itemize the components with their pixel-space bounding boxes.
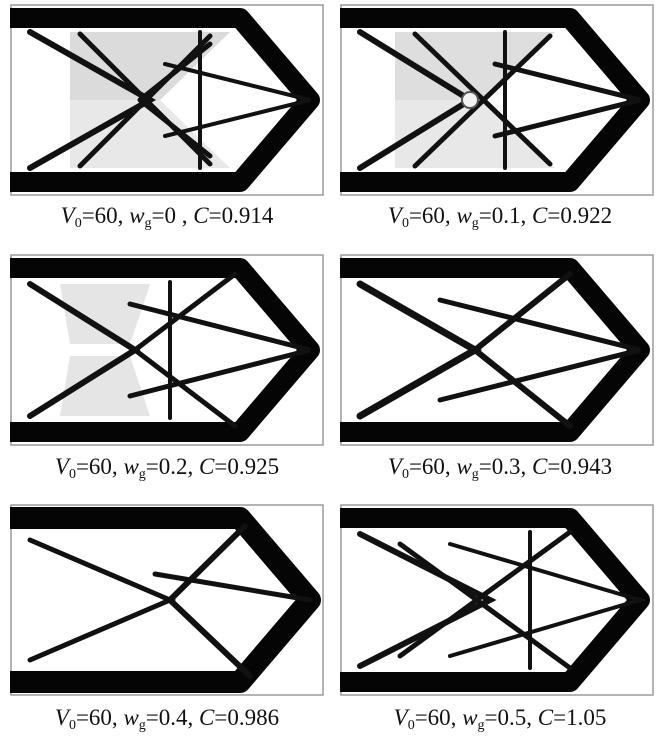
- wg-symbol: w: [123, 454, 139, 479]
- wg-value: =0 ,: [151, 203, 194, 228]
- wg-value: =0.5,: [484, 705, 538, 730]
- c-symbol: C: [193, 203, 209, 228]
- v0-symbol: V: [54, 705, 69, 730]
- topology-panel-6: [340, 504, 654, 696]
- caption-5: V0=60, wg=0.4, C=0.986: [7, 705, 327, 733]
- topology-structure-4: [340, 254, 654, 446]
- c-value: =0.914: [208, 203, 274, 228]
- topology-panel-1: [10, 4, 324, 196]
- topology-panel-3: [10, 254, 324, 446]
- v0-subscript: 0: [407, 718, 415, 733]
- v0-value: =60,: [75, 454, 124, 479]
- wg-symbol: w: [456, 203, 472, 228]
- wg-subscript: g: [471, 467, 479, 482]
- c-symbol: C: [532, 454, 548, 479]
- v0-symbol: V: [60, 203, 75, 228]
- v0-symbol: V: [393, 705, 408, 730]
- v0-symbol: V: [387, 203, 402, 228]
- v0-subscript: 0: [401, 467, 409, 482]
- c-symbol: C: [537, 705, 554, 730]
- caption-2: V0=60, wg=0.1, C=0.922: [340, 203, 660, 231]
- wg-symbol: w: [456, 454, 472, 479]
- v0-subscript: 0: [401, 216, 409, 231]
- wg-value: =0.1,: [478, 203, 533, 228]
- topology-panel-4: [340, 254, 654, 446]
- v0-symbol: V: [54, 454, 69, 479]
- v0-subscript: 0: [74, 216, 82, 231]
- c-value: =0.925: [214, 454, 280, 479]
- v0-value: =60,: [75, 705, 124, 730]
- v0-value: =60,: [408, 454, 457, 479]
- wg-symbol: w: [129, 203, 145, 228]
- wg-symbol: w: [462, 705, 478, 730]
- c-value: =0.922: [547, 203, 613, 228]
- wg-symbol: w: [123, 705, 139, 730]
- v0-value: =60,: [408, 203, 457, 228]
- v0-subscript: 0: [68, 467, 76, 482]
- caption-3: V0=60, wg=0.2, C=0.925: [7, 454, 327, 482]
- c-symbol: C: [199, 454, 215, 479]
- topology-structure-3: [10, 254, 324, 446]
- wg-value: =0.3,: [478, 454, 533, 479]
- c-value: =0.986: [214, 705, 280, 730]
- c-value: =0.943: [547, 454, 613, 479]
- caption-4: V0=60, wg=0.3, C=0.943: [340, 454, 660, 482]
- wg-subscript: g: [477, 718, 485, 733]
- caption-1: V0=60, wg=0 , C=0.914: [7, 203, 327, 231]
- wg-value: =0.4,: [145, 705, 200, 730]
- wg-subscript: g: [138, 718, 146, 733]
- v0-value: =60,: [81, 203, 130, 228]
- topology-structure-1: [10, 4, 324, 196]
- c-value: =1.05: [553, 705, 607, 730]
- c-symbol: C: [532, 203, 548, 228]
- topology-panel-5: [10, 504, 324, 696]
- topology-structure-2: [340, 4, 654, 196]
- v0-value: =60,: [414, 705, 463, 730]
- v0-subscript: 0: [68, 718, 76, 733]
- c-symbol: C: [199, 705, 215, 730]
- topology-panel-2: [340, 4, 654, 196]
- topology-structure-5: [10, 504, 324, 696]
- wg-subscript: g: [144, 216, 152, 231]
- wg-subscript: g: [138, 467, 146, 482]
- caption-6: V0=60, wg=0.5, C=1.05: [340, 705, 660, 733]
- wg-value: =0.2,: [145, 454, 200, 479]
- wg-subscript: g: [471, 216, 479, 231]
- v0-symbol: V: [387, 454, 402, 479]
- topology-structure-6: [340, 504, 654, 696]
